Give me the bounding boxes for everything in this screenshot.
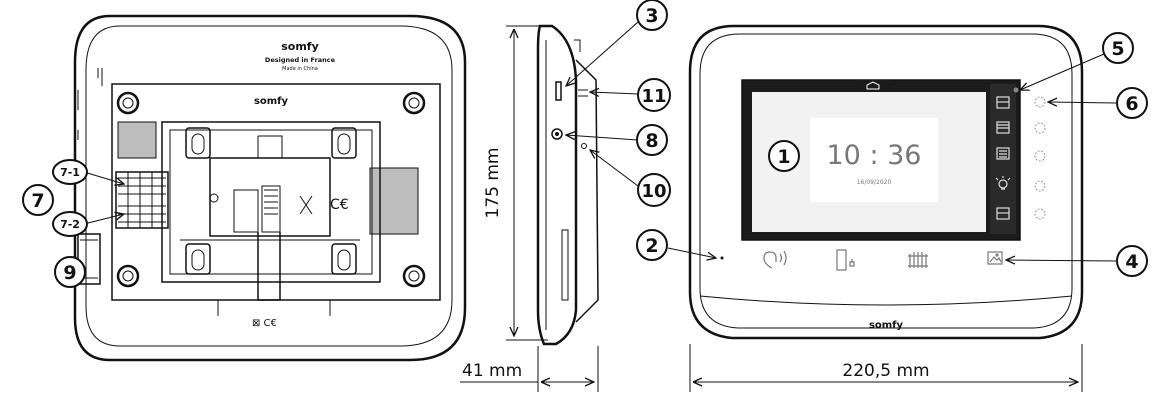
front-view: 10 : 36 16/09/2020 [688,24,1084,340]
callout-2: 2 [636,229,716,261]
home-tab[interactable] [856,80,890,92]
back-top-label-line1: Designed in France [265,56,336,64]
depth-dimension: 41 mm [460,346,599,392]
svg-text:4: 4 [1125,251,1138,273]
svg-text:7: 7 [31,190,44,212]
callout-11: 11 [590,78,671,112]
svg-text:2: 2 [645,235,658,257]
wall-bracket [161,121,381,316]
mounting-hole [116,91,426,288]
svg-text:6: 6 [1125,93,1138,115]
callout-7: 7 [22,184,54,216]
callout-7-1: 7-1 [52,159,124,184]
callout-10: 10 [590,150,671,207]
svg-text:7-1: 7-1 [60,166,80,179]
svg-text:8: 8 [645,130,658,152]
status-led [1013,87,1019,93]
callout-1: 1 [768,140,800,172]
callout-8: 8 [566,124,668,156]
width-dimension-label: 220,5 mm [842,361,929,381]
speak-icon[interactable] [763,250,787,269]
touch-dot[interactable] [1034,96,1046,108]
screen-time: 10 : 36 [827,140,922,171]
svg-text:10: 10 [641,181,666,202]
touch-dot[interactable] [1034,122,1046,134]
side-recess [561,229,569,301]
grey-label-block [117,121,157,159]
ce-mark: C€ [330,197,349,213]
callout-4: 4 [1006,245,1148,277]
grey-label-block [369,167,419,235]
svg-text:3: 3 [645,5,658,27]
callout-6: 6 [1048,87,1148,119]
callout-9: 9 [54,256,86,288]
back-top-label-line2: Made in China [282,66,318,72]
light-icon[interactable] [998,179,1008,189]
side-view [536,24,599,346]
screen-date: 16/09/2020 [857,179,892,186]
callout-3: 3 [566,0,668,86]
back-view: somfy Designed in France Made in China s… [73,14,467,362]
height-dimension: 175 mm [483,25,548,341]
callout-5: 5 [1020,32,1134,90]
svg-text:1: 1 [777,146,790,168]
svg-text:7-2: 7-2 [60,218,80,231]
bottom-ce-mark: ⊠ C€ [252,318,277,329]
height-dimension-label: 175 mm [483,148,503,219]
side-hole [581,143,587,149]
touch-dot[interactable] [1034,208,1046,220]
width-dimension: 220,5 mm [689,344,1083,392]
side-button [551,128,563,140]
svg-text:11: 11 [641,86,666,107]
callout-7-2: 7-2 [52,211,124,237]
touch-dot[interactable] [1034,150,1046,162]
garage-icon[interactable] [996,147,1010,160]
gate-icon[interactable] [908,252,928,268]
svg-text:9: 9 [63,262,76,284]
terminal-block [115,171,169,229]
door-icon[interactable] [836,249,855,271]
touch-dot[interactable] [1034,180,1046,192]
depth-dimension-label: 41 mm [462,361,522,381]
svg-text:5: 5 [1111,38,1124,60]
microphone-hole [720,256,724,260]
back-top-logo: somfy [281,40,319,53]
photo-icon[interactable] [987,251,1003,265]
weee-icon [299,195,313,215]
front-logo: somfy [869,320,904,331]
side-slot [555,81,562,101]
clock-card [810,118,938,202]
back-inner-logo: somfy [254,96,289,107]
home-icon [866,81,880,90]
